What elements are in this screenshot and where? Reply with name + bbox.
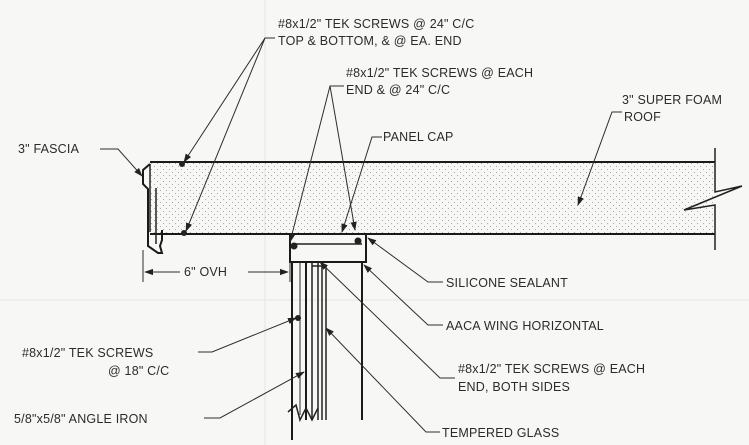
label-roof-line2: ROOF <box>624 110 661 124</box>
roof-foam-panel <box>150 148 743 250</box>
label-silicone-sealant: SILICONE SEALANT <box>446 276 568 290</box>
screw-fascia-top <box>179 161 185 167</box>
leader-lines <box>100 37 622 433</box>
label-screws-18cc-line1: #8x1/2" TEK SCREWS <box>22 346 153 360</box>
fascia-profile <box>142 161 187 254</box>
label-roof-line1: 3" SUPER FOAM <box>622 93 722 107</box>
label-tempered-glass: TEMPERED GLASS <box>442 426 559 440</box>
screw-cap-right <box>354 237 362 245</box>
label-screws-each-end-line1: #8x1/2" TEK SCREWS @ EACH <box>346 66 533 80</box>
overhang-dimension <box>142 250 291 282</box>
label-screws-each-end-line2: END & @ 24" C/C <box>346 83 450 97</box>
screw-cap-left <box>290 242 298 250</box>
label-overhang: 6" OVH <box>184 265 227 279</box>
label-wing-horizontal: AACA WING HORIZONTAL <box>446 319 604 333</box>
label-fascia: 3" FASCIA <box>18 142 80 156</box>
screw-fascia-bottom <box>181 230 187 236</box>
label-angle-iron: 5/8"x5/8" ANGLE IRON <box>14 412 148 426</box>
callout-labels: #8x1/2" TEK SCREWS @ 24" C/C TOP & BOTTO… <box>14 17 722 440</box>
label-screws-18cc-line2: @ 18" C/C <box>108 364 169 378</box>
label-screws-24cc-line1: #8x1/2" TEK SCREWS @ 24" C/C <box>278 17 474 31</box>
label-panel-cap: PANEL CAP <box>383 130 454 144</box>
label-screws-both-sides-line1: #8x1/2" TEK SCREWS @ EACH <box>458 362 645 376</box>
label-screws-both-sides-line2: END, BOTH SIDES <box>458 380 570 394</box>
panel-cap-and-wall <box>287 233 367 440</box>
label-screws-24cc-line2: TOP & BOTTOM, & @ EA. END <box>278 34 462 48</box>
